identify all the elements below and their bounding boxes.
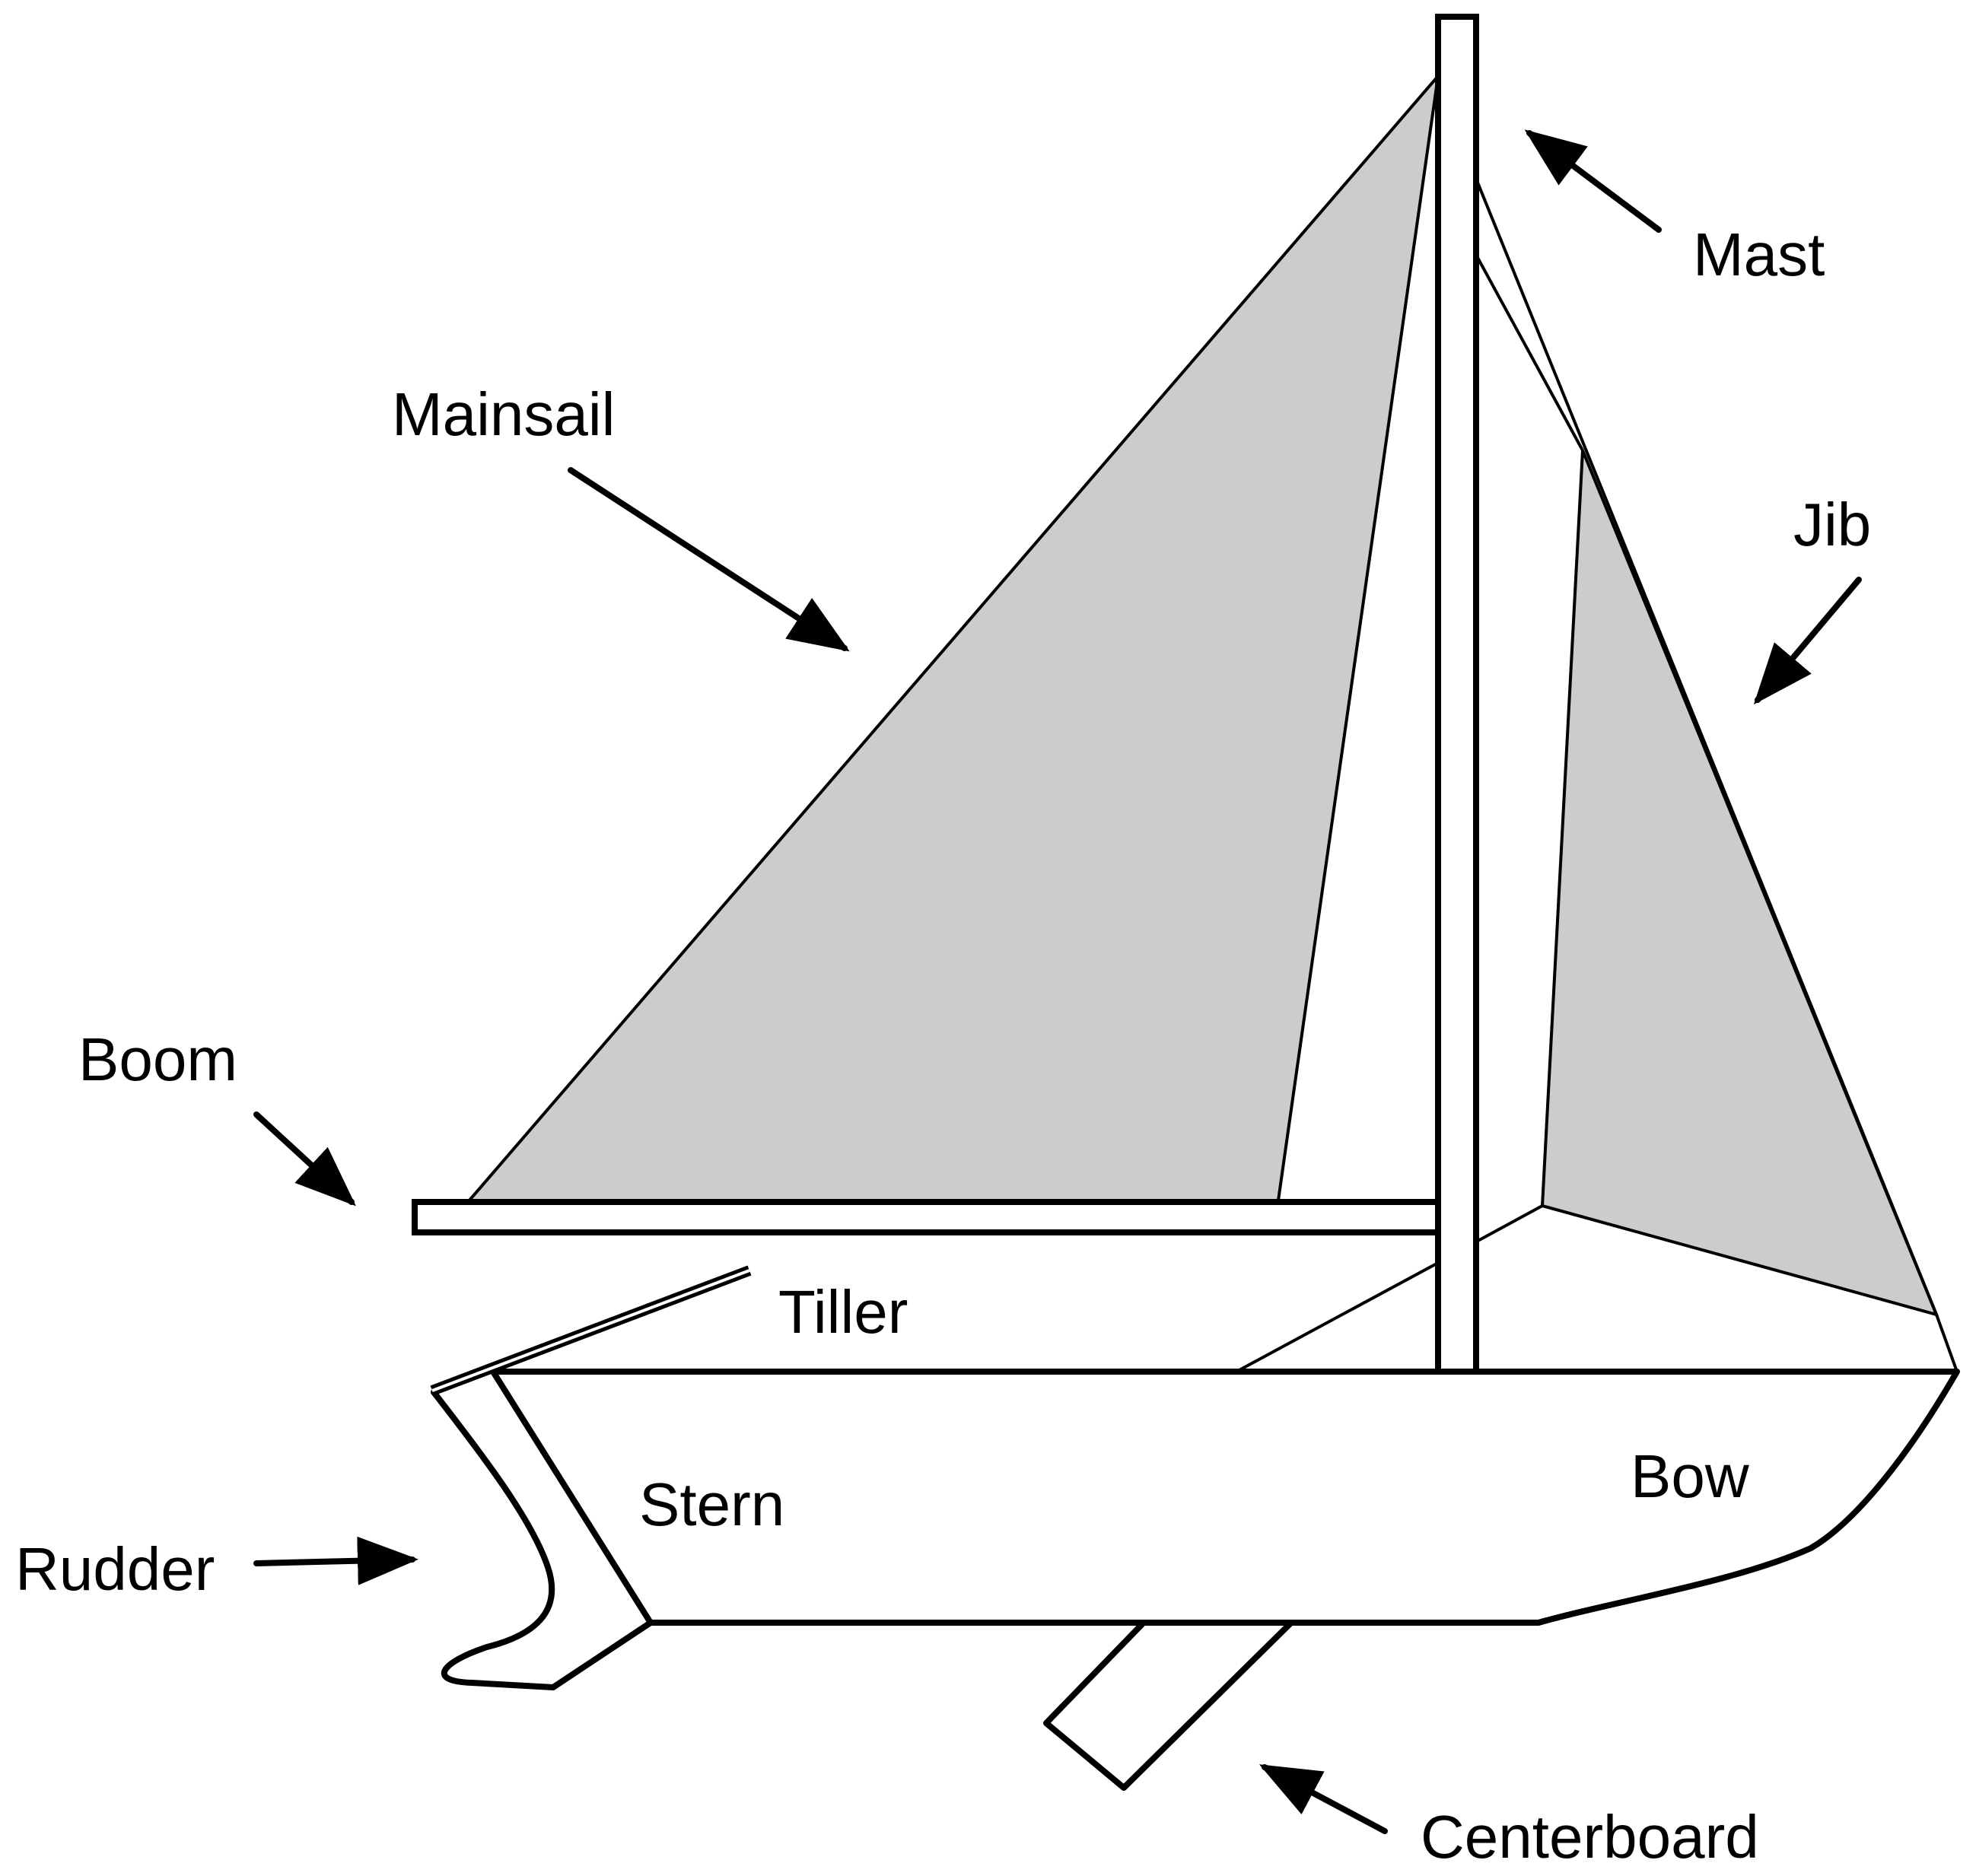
rudder-shape xyxy=(431,1389,654,1690)
stern-label: Stern xyxy=(639,1471,784,1538)
mast-spar xyxy=(1435,14,1479,1375)
centerboard-arrow xyxy=(1258,1764,1388,1834)
mast-label: Mast xyxy=(1693,221,1825,288)
mainsail-label: Mainsail xyxy=(392,380,615,448)
boom-label: Boom xyxy=(78,1025,237,1093)
hull xyxy=(490,1369,1960,1626)
centerboard-label: Centerboard xyxy=(1421,1803,1759,1871)
jib-arrow xyxy=(1753,577,1862,705)
rudder-label: Rudder xyxy=(15,1535,215,1603)
mast-arrow xyxy=(1524,129,1662,233)
jib-halyard-line xyxy=(1475,254,1584,451)
forestay-line xyxy=(1475,178,1938,1315)
tiller-label: Tiller xyxy=(778,1278,908,1346)
forestay-lower-line xyxy=(1935,1314,1958,1372)
bow-label: Bow xyxy=(1631,1442,1749,1510)
boom-spar xyxy=(412,1199,1441,1235)
jib-label: Jib xyxy=(1793,491,1871,558)
deck-line xyxy=(1236,1261,1439,1373)
boom-arrow xyxy=(253,1111,356,1207)
rudder-arrow xyxy=(253,1536,418,1585)
mainsail-shape xyxy=(464,71,1440,1204)
jib-shape xyxy=(1540,450,1939,1318)
mainsail-arrow xyxy=(568,467,850,652)
centerboard-shape xyxy=(1043,1620,1294,1791)
jib-tack-line xyxy=(1472,1204,1543,1245)
